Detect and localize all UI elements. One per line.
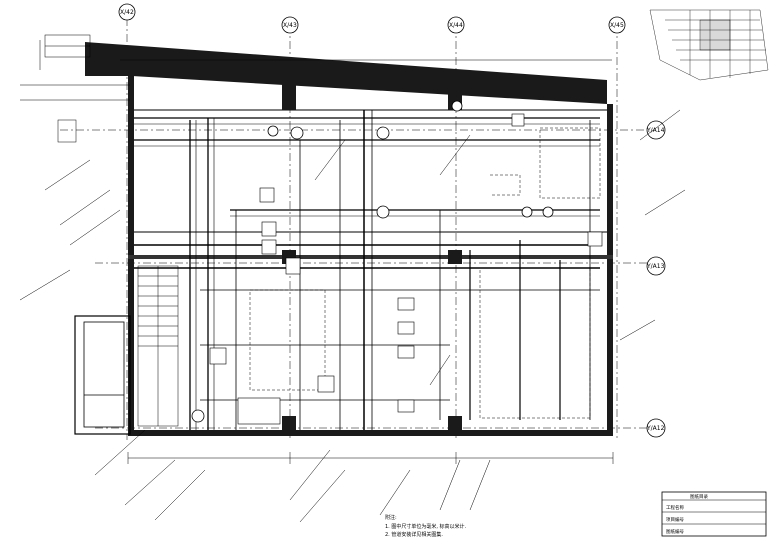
title-block-title: 图纸目录 [690, 493, 708, 500]
title-block-row-1: 工程名称 [666, 504, 684, 511]
dimension-lines [39, 40, 614, 464]
grid-label-x42: X/42 [120, 9, 134, 16]
grid-bubble-x43 [281, 16, 299, 34]
notes-heading: 附注: [385, 514, 397, 521]
title-block-row-3: 图纸编号 [666, 528, 684, 535]
grid-label-ya13: Y/A13 [646, 263, 665, 270]
stair [137, 265, 179, 427]
annotation-leaders [19, 109, 686, 523]
notes-line-2: 2. 管道安装详见相关图集. [385, 531, 443, 538]
grid-axis-bubbles-right [60, 120, 666, 438]
top-wall [85, 42, 607, 104]
round-duct-symbols [191, 100, 554, 423]
grid-label-ya12: Y/A12 [646, 425, 665, 432]
grid-bubble-x45 [608, 16, 626, 34]
grid-bubble-x44 [447, 16, 465, 34]
building-walls [74, 76, 613, 436]
grid-label-x43: X/43 [283, 22, 297, 29]
grid-bubble-ya12 [646, 418, 666, 438]
grid-bubble-ya14 [646, 120, 666, 140]
title-block [661, 491, 767, 537]
pipe-network [134, 110, 600, 430]
notes-line-1: 1. 图中尺寸单位为毫米, 标高以米计. [385, 523, 467, 530]
grid-bubble-x42 [118, 3, 136, 21]
upper-left-equipment [20, 34, 130, 143]
grid-label-ya14: Y/A14 [646, 127, 665, 134]
grid-label-x45: X/45 [610, 22, 624, 29]
grid-bubble-ya13 [646, 256, 666, 276]
equipment-units [209, 113, 603, 425]
grid-label-x44: X/44 [449, 22, 463, 29]
key-plan [649, 9, 769, 81]
dashed-rooms [249, 127, 601, 419]
title-block-row-2: 项目编号 [666, 516, 684, 523]
